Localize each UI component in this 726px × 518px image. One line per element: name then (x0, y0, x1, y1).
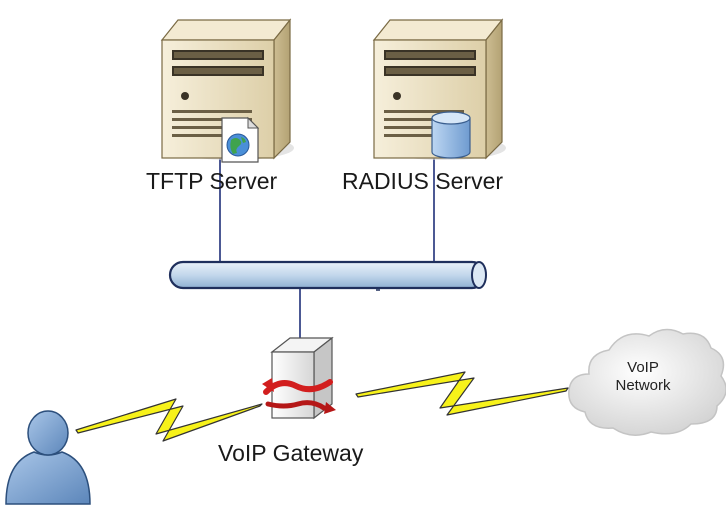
user-to-gateway-wireless-link (75, 398, 263, 442)
lan-bus (168, 260, 487, 291)
voip-network-label-line2: Network (615, 377, 671, 394)
radius-server-label: RADIUS Server (342, 168, 504, 194)
voip-network-label: VoIP Network (607, 359, 679, 395)
globe-document-icon (221, 116, 260, 163)
voip-network-label-line1: VoIP (627, 359, 659, 376)
voip-network-cloud-icon (568, 328, 726, 436)
tftp-server-label: TFTP Server (146, 168, 278, 194)
voip-gateway-label: VoIP Gateway (218, 440, 364, 466)
voip-gateway-icon (262, 336, 336, 420)
database-icon (431, 111, 471, 159)
gateway-to-network-wireless-link (355, 371, 569, 416)
user-icon (5, 410, 91, 505)
